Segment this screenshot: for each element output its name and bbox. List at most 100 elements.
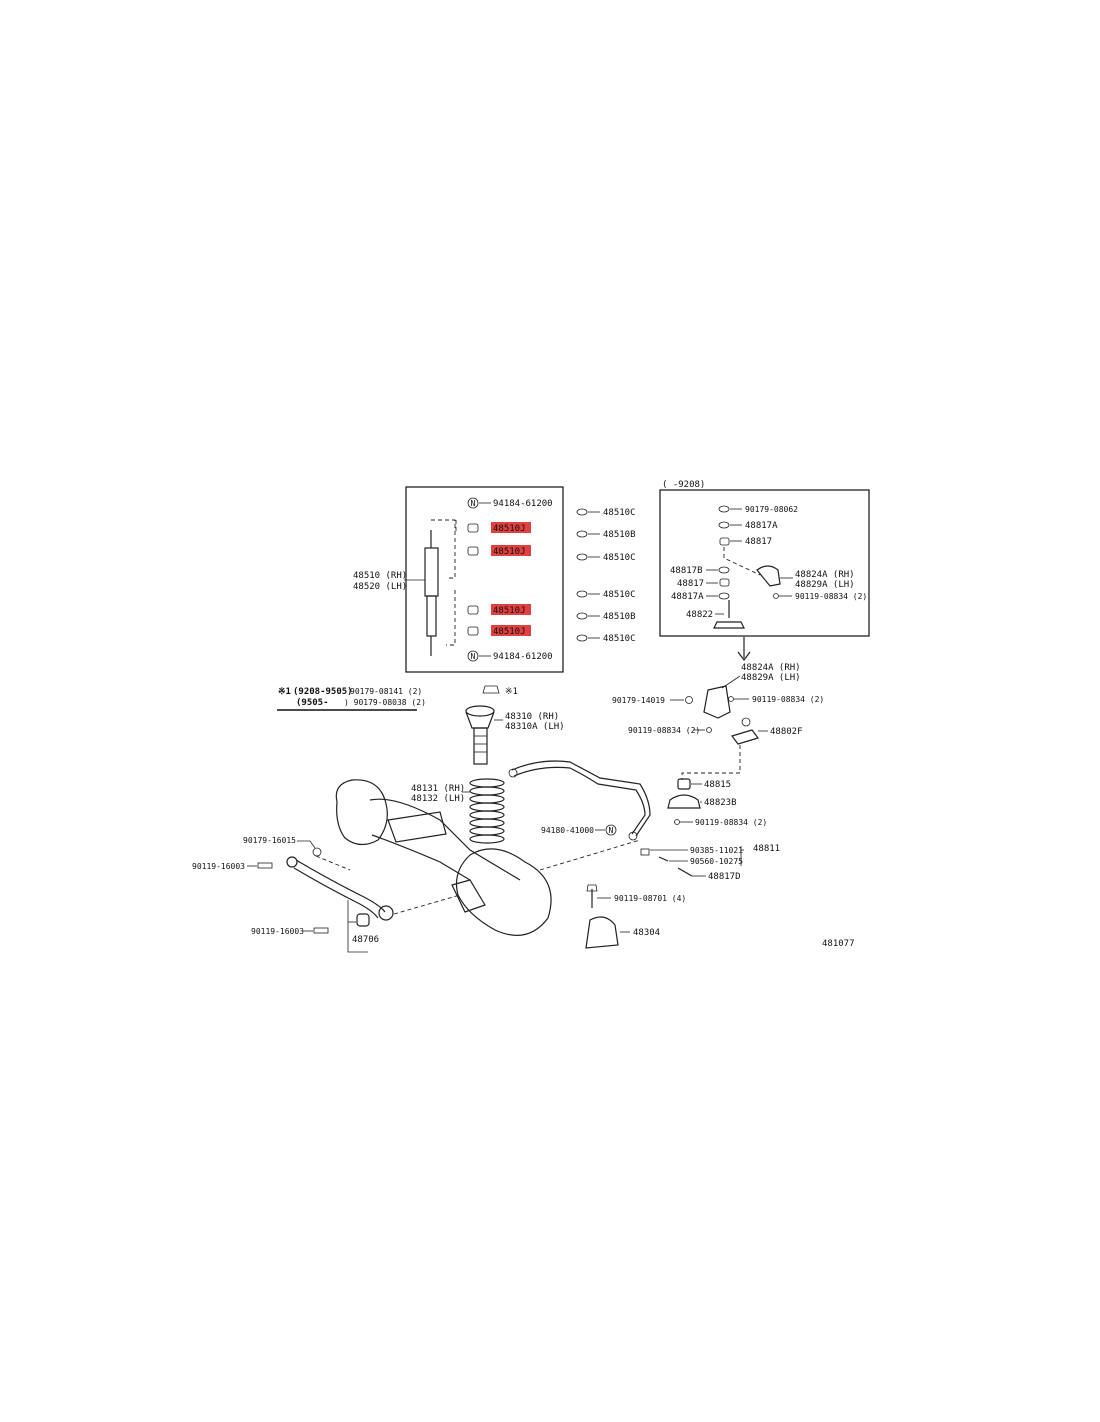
arm-lower-edge (293, 867, 379, 919)
bumper-drawing (585, 916, 619, 949)
lower-arm-drawing (286, 856, 394, 921)
label-stab-bracket-rh: 48824A (RH) (741, 663, 801, 673)
axle-housing-drawing (335, 779, 552, 936)
plate-drawing (731, 729, 759, 745)
label-lower-bolt-front: 90119-16003 (192, 862, 245, 871)
coil-7 (469, 826, 505, 836)
bushing-2: 48510J (467, 545, 531, 557)
coil-4 (469, 802, 505, 812)
label-bracket-part-3: 48817 (677, 579, 704, 589)
clamp-drawing (667, 794, 701, 809)
bushing-1: 48510J (467, 522, 531, 534)
label-bracket-rh: 48824A (RH) (795, 570, 855, 580)
dash-upper (431, 519, 456, 579)
brake-drum (335, 779, 388, 846)
bumper-group: 90119-08701 (4) 48304 (585, 884, 686, 949)
washer-icon (576, 553, 588, 561)
diff-flange (451, 879, 486, 913)
coil-spring-drawing (469, 778, 505, 844)
axle-tube-lower (371, 834, 471, 881)
stabilizer-bar-drawing (508, 760, 651, 841)
dash-stab-link (681, 745, 741, 780)
n-mark-bottom: N (471, 652, 476, 661)
bushing-icon (741, 717, 751, 727)
bushing-icon (467, 605, 479, 615)
coil-3 (469, 794, 505, 804)
label-stab-clamp: 48823B (704, 798, 737, 808)
label-stab-bolt-a: 90119-08834 (2) (752, 695, 824, 704)
spring-seat (387, 811, 447, 843)
bushing-icon (719, 578, 730, 587)
note-row2-range: (9505- (296, 698, 329, 708)
bolt-icon (257, 862, 273, 869)
coil-1 (469, 778, 505, 788)
label-upper-mark: ※1 (505, 687, 518, 697)
washer-column: 48510C 48510B 48510C 48510C 48510B 48510… (576, 508, 636, 644)
label-washer-1: 48510C (603, 508, 636, 518)
bushing-icon (356, 913, 370, 927)
note-row1-range: (9208-9505) (293, 687, 353, 697)
dash-link-axle (539, 839, 641, 871)
label-bushing-3: 48510J (493, 606, 526, 616)
bushing-4: 48510J (467, 625, 531, 637)
label-bumper-bolt: 90119-08701 (4) (614, 894, 686, 903)
label-lower-arm: 48706 (352, 935, 379, 945)
label-bushing-2: 48510J (493, 547, 526, 557)
bolt-icon (586, 884, 598, 892)
washer-3: 48510C (576, 553, 636, 563)
label-absorber-rh: 48510 (RH) (353, 571, 407, 581)
washer-4: 48510C (576, 590, 636, 600)
label-bracket-range: ( -9208) (662, 480, 705, 490)
label-bracket-part-4: 48817A (671, 592, 704, 602)
label-spring-lh: 48132 (LH) (411, 794, 465, 804)
bolt-icon (674, 819, 680, 825)
label-bumper: 48304 (633, 928, 660, 938)
bracket-group: ( -9208) 90179-08062 48817A 48817 48817B… (659, 480, 870, 637)
label-support-rh: 48310 (RH) (505, 712, 559, 722)
stud-plate (713, 621, 745, 629)
coil-5 (469, 810, 505, 820)
upper-support-group: ※1 48310 (RH) 48310A (LH) 48131 (RH) 481… (411, 685, 565, 844)
washer-icon (576, 634, 588, 642)
label-stab-pin: 90560-10275 (690, 857, 743, 866)
highlight-mark (491, 604, 531, 615)
dash-arm-front (315, 855, 351, 871)
shock-body-upper (424, 547, 439, 597)
stabilizer-group: 48824A (RH) 48829A (LH) 90179-14019 9011… (541, 663, 824, 882)
bump-stop (473, 727, 488, 765)
washer-2: 48510B (576, 530, 636, 540)
label-stab-bolt-c: 90119-08834 (2) (695, 818, 767, 827)
note-row1-part: 90179-08141 (2) (350, 687, 422, 696)
bushing-icon (677, 778, 691, 790)
label-stab-bracket-lh: 48829A (LH) (741, 673, 801, 683)
label-washer-4: 48510C (603, 590, 636, 600)
bushing-icon (467, 523, 479, 533)
label-stab-plate: 48802F (770, 727, 803, 737)
label-lower-nut: 90179-16015 (243, 836, 296, 845)
shock-absorber-group: N 94184-61200 48510J 48510J 48510J 48510… (353, 486, 564, 673)
n-mark-end: N (609, 826, 614, 835)
shock-box-frame (405, 486, 564, 673)
label-washer-2: 48510B (603, 530, 636, 540)
dash-bracket (723, 547, 761, 576)
stab-bar-lower (513, 766, 646, 835)
label-bushing-4: 48510J (493, 627, 526, 637)
label-lower-bolt-rear: 90119-16003 (251, 927, 304, 936)
note-mark: ※1 (278, 687, 291, 697)
stab-bar-upper (511, 760, 651, 837)
label-bracket-part-2: 48817B (670, 566, 703, 576)
arm-eye-rear (378, 905, 394, 921)
label-bushing-1: 48510J (493, 524, 526, 534)
spring-support-drawing (465, 705, 495, 765)
nut-icon (312, 847, 322, 857)
leader-lower-nut (297, 840, 316, 849)
washer-icon (576, 590, 588, 598)
label-bracket-part-1: 48817 (745, 537, 772, 547)
n-nut-icon (467, 650, 479, 662)
coil-6 (469, 818, 505, 828)
washer-icon (718, 521, 730, 529)
note-row2-part: ) 90179-08038 (2) (344, 698, 426, 707)
label-absorber-lh: 48520 (LH) (353, 582, 407, 592)
label-bracket-bolt: 90119-08834 (2) (795, 592, 867, 601)
washer-1: 48510C (576, 508, 636, 518)
